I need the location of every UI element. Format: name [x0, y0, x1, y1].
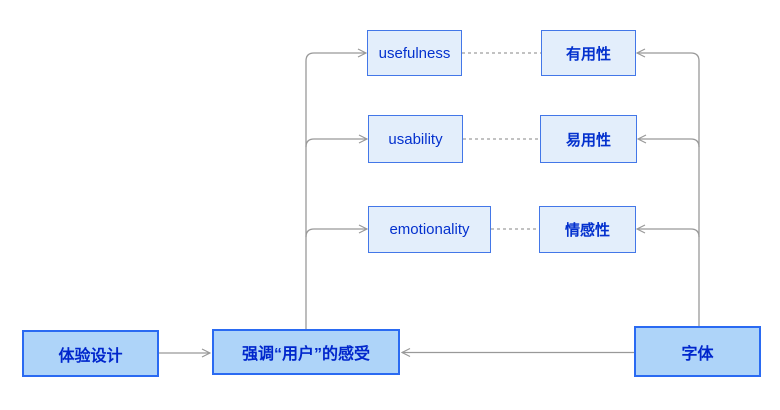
arrow-font-to-yiyongxing	[638, 139, 700, 148]
node-youyongxing-label: 有用性	[565, 45, 611, 63]
node-emphasize-user-feeling-label: 强调“用户”的感受	[241, 346, 370, 363]
arrow-emphasize-to-usefulness	[305, 53, 366, 329]
node-usefulness-label: usefulness	[378, 44, 451, 62]
arrow-emphasize-to-usability	[305, 139, 367, 148]
node-yiyongxing-label: 易用性	[565, 131, 611, 149]
node-experience-design: 体验设计	[22, 330, 159, 377]
arrow-font-to-youyongxing	[637, 53, 700, 326]
node-qingganxing: 情感性	[539, 206, 636, 253]
node-emotionality: emotionality	[368, 206, 491, 253]
node-emotionality-label: emotionality	[389, 221, 470, 238]
arrow-emphasize-to-emotionality	[305, 229, 367, 238]
node-emphasize-user-feeling: 强调“用户”的感受	[212, 329, 400, 375]
node-experience-design-label: 体验设计	[58, 347, 123, 365]
node-usability-label: usability	[388, 130, 443, 148]
node-youyongxing: 有用性	[541, 30, 636, 76]
node-usability: usability	[368, 115, 463, 163]
node-yiyongxing: 易用性	[540, 115, 637, 163]
arrow-font-to-qingganxing	[637, 229, 700, 238]
node-font: 字体	[634, 326, 761, 377]
node-qingganxing-label: 情感性	[564, 222, 610, 239]
node-font-label: 字体	[681, 345, 714, 363]
node-usefulness: usefulness	[367, 30, 462, 76]
